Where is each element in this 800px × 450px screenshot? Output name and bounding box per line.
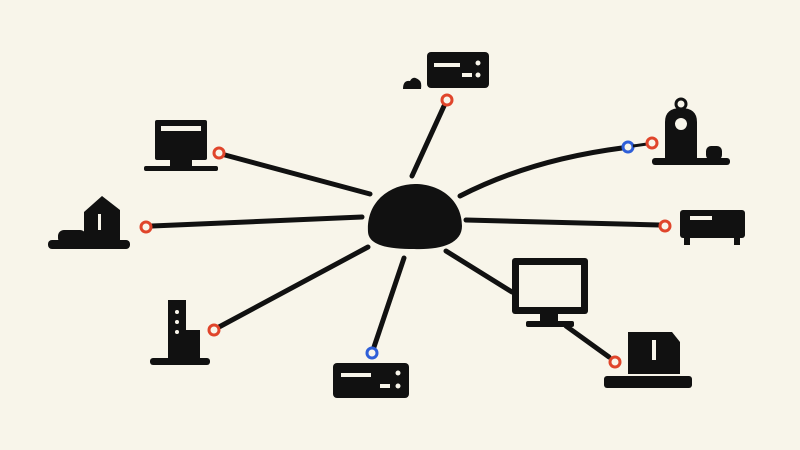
port-server-top[interactable]: [440, 93, 454, 107]
monitor-top-left: [144, 120, 218, 171]
server-icon: [680, 210, 745, 238]
cloud-icon: [403, 77, 422, 89]
monitor-right: [512, 258, 588, 327]
port-desktop-bottom-right[interactable]: [608, 355, 622, 369]
house-left: [48, 196, 130, 249]
port-monitor-top-left[interactable]: [212, 146, 226, 160]
robot-top-right: [652, 97, 730, 165]
link-server-right: [463, 217, 662, 228]
server-bottom: [333, 363, 409, 398]
port-tower-bottom-left[interactable]: [207, 323, 221, 337]
link-tower-bottom-left: [216, 244, 371, 330]
server-icon: [427, 52, 489, 88]
connections: [149, 103, 662, 360]
port-robot-red[interactable]: [645, 136, 659, 150]
hub-icon: [367, 184, 462, 250]
port-robot-blue[interactable]: [621, 140, 635, 154]
link-house-left: [149, 214, 365, 229]
link-monitor-top-left: [222, 152, 373, 197]
server-top: [403, 52, 489, 89]
server-right: [680, 210, 745, 245]
tower-bottom-left: [150, 300, 210, 365]
link-robot-top-right: [457, 145, 625, 199]
port-server-bottom[interactable]: [365, 346, 379, 360]
desktop-bottom-right: [604, 332, 692, 388]
link-monitor-right: [443, 248, 515, 295]
house-icon: [84, 196, 120, 240]
robot-icon: [665, 108, 697, 162]
port-house-left[interactable]: [139, 220, 153, 234]
ports: [139, 93, 672, 369]
link-desktop-bottom-right: [563, 323, 612, 360]
link-server-top: [409, 103, 447, 179]
link-server-bottom: [371, 255, 407, 350]
server-icon: [333, 363, 409, 398]
port-server-right[interactable]: [658, 219, 672, 233]
